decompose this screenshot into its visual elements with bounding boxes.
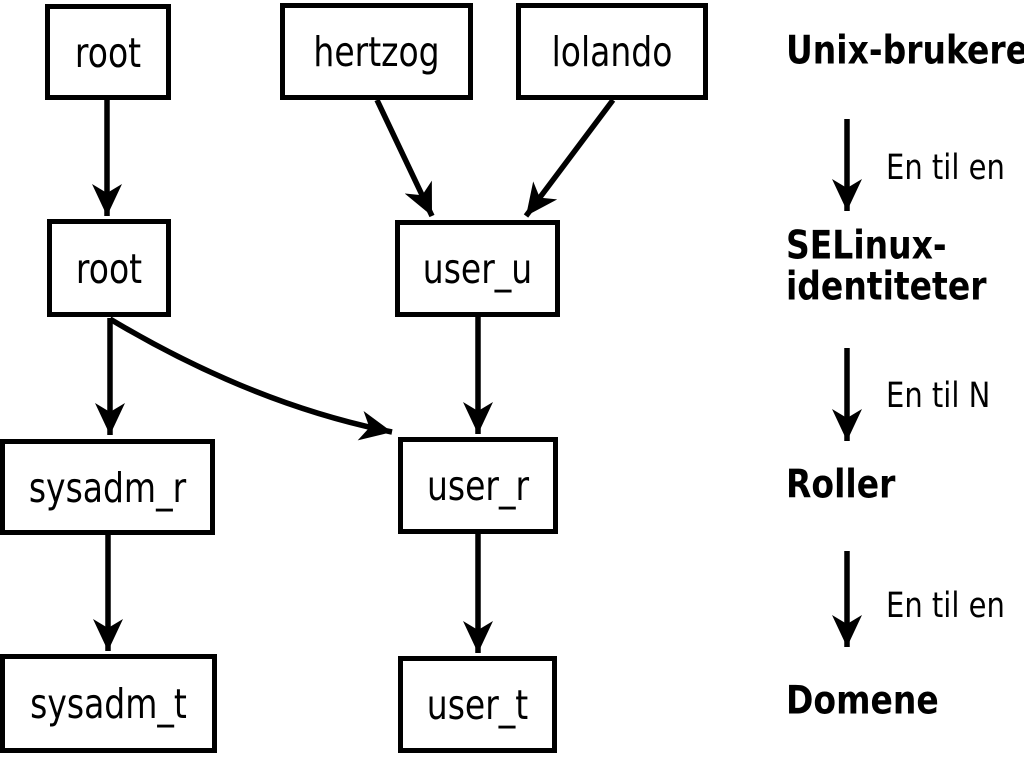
node-selinux-root-label: root (75, 243, 143, 293)
edge-lolando-to-useru-arrow (523, 98, 616, 218)
node-unix-lolando-label: lolando (551, 27, 673, 76)
node-unix-lolando: lolando (516, 3, 708, 100)
legend-level-selinux-identities-line1: SELinux- (786, 221, 947, 269)
legend-level-domains: Domene (786, 676, 939, 724)
legend-level-unix-users: Unix-brukere (786, 26, 1024, 74)
node-domain-user-t-label: user_t (426, 680, 529, 729)
node-domain-sysadm-t: sysadm_t (0, 654, 217, 753)
node-unix-hertzog-label: hertzog (313, 27, 440, 76)
edge-selinuxroot-to-userr-arrow (108, 316, 393, 441)
legend-level-roles: Roller (786, 460, 896, 508)
node-selinux-root: root (47, 219, 171, 317)
node-unix-root-label: root (74, 27, 142, 77)
node-role-user-r-label: user_r (426, 461, 530, 510)
node-selinux-user-u: user_u (395, 220, 560, 317)
legend-level-selinux-identities: SELinux- identiteter (786, 225, 986, 306)
legend-mapping-one-to-one-1: En til en (886, 146, 1005, 188)
node-unix-root: root (45, 4, 171, 100)
legend-level-selinux-identities-line2: identiteter (786, 261, 987, 309)
node-role-user-r: user_r (398, 437, 558, 534)
node-domain-sysadm-t-label: sysadm_t (30, 679, 187, 728)
node-unix-hertzog: hertzog (280, 3, 473, 100)
legend-mapping-one-to-one-2: En til en (886, 584, 1005, 626)
edge-hertzog-to-useru-arrow (374, 98, 435, 218)
node-selinux-user-u-label: user_u (422, 244, 533, 293)
legend-mapping-one-to-n: En til N (886, 374, 991, 416)
node-domain-user-t: user_t (398, 656, 557, 753)
node-role-sysadm-r: sysadm_r (0, 439, 215, 535)
node-role-sysadm-r-label: sysadm_r (28, 462, 187, 512)
